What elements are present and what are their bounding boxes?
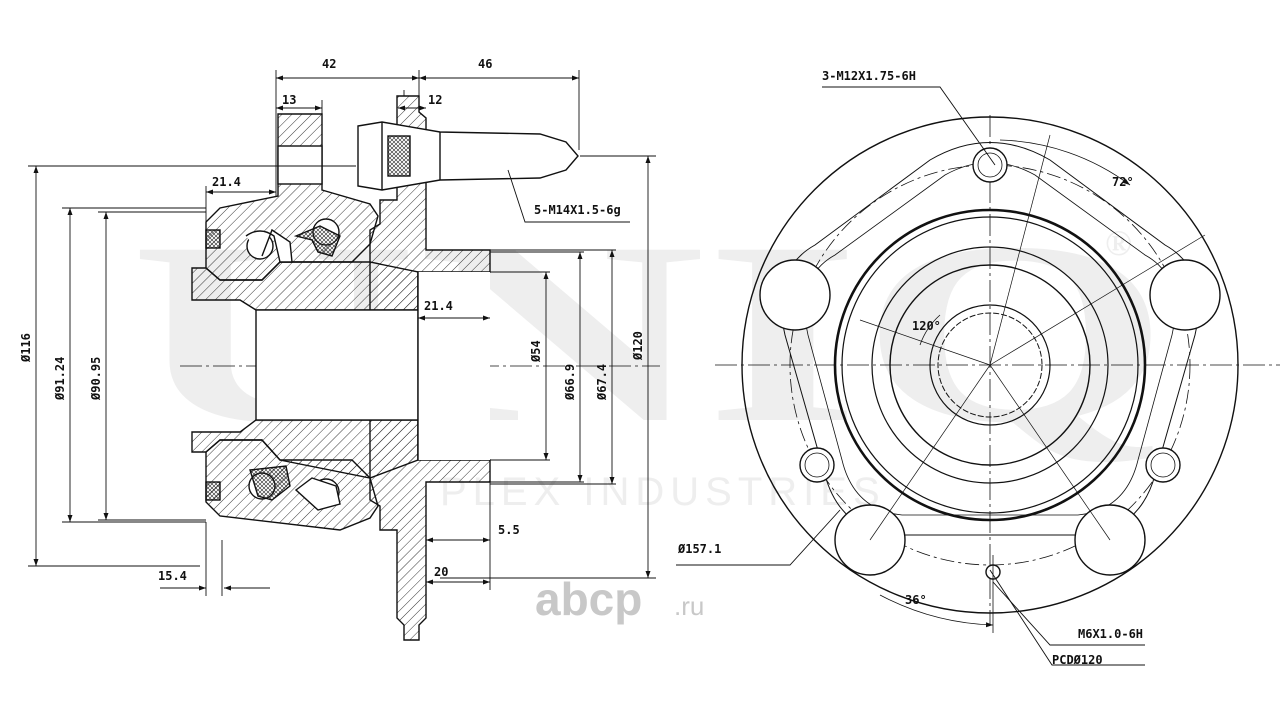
dim-d54: Ø54 [529, 340, 543, 363]
hub-ring-outer [833, 208, 1147, 522]
dim-stud-thread: 5-M14X1.5-6g [534, 203, 621, 217]
stud-hole-2 [1149, 259, 1221, 331]
cage-lower-left [249, 465, 291, 501]
site-logo-tld: .ru [674, 591, 704, 621]
dim-15-4: 15.4 [158, 569, 187, 583]
dim-21-4-top: 21.4 [212, 175, 241, 189]
dim-46: 46 [478, 57, 492, 71]
spline-bore [937, 312, 1043, 418]
seal-upper [205, 229, 221, 249]
dim-d91-24: Ø91.24 [53, 357, 67, 401]
pcd-circle [789, 164, 1191, 566]
seal-lower [205, 481, 221, 501]
hub-ring-4 [889, 264, 1091, 466]
hub-counterbore [418, 272, 490, 460]
side-view-labels: 42 46 13 12 21.4 21.4 5-M14X1.5-6g Ø116 … [19, 57, 645, 583]
hub-ring-2 [841, 216, 1139, 514]
front-view [715, 115, 1280, 633]
hub-bore [255, 309, 419, 421]
dim-42: 42 [322, 57, 336, 71]
dim-m12-thread: 3-M12X1.75-6H [822, 69, 916, 83]
dim-5-5: 5.5 [498, 523, 520, 537]
dim-angle-120: 120° [912, 319, 941, 333]
hub-outer-circle [741, 116, 1239, 614]
cage-upper-right [293, 225, 341, 257]
cage-upper-left [245, 228, 293, 263]
dim-d90-95: Ø90.95 [89, 357, 103, 401]
dim-13: 13 [282, 93, 296, 107]
dim-d120-side: Ø120 [631, 331, 645, 361]
hub-body-lower [191, 419, 419, 479]
dim-m6-thread: M6X1.0-6H [1078, 627, 1143, 641]
dim-21-4-mid: 21.4 [424, 299, 453, 313]
dim-pcd: PCDØ120 [1052, 653, 1103, 667]
site-logo-name: abcp [535, 573, 642, 625]
flange-bolt-hole [277, 145, 323, 185]
side-view-dimensions [28, 70, 656, 596]
dim-angle-36: 36° [905, 593, 927, 607]
site-logo: abcp .ru [535, 573, 704, 625]
hub-body-upper [191, 261, 419, 311]
side-view [180, 95, 660, 641]
dim-d67-4: Ø67.4 [595, 364, 609, 401]
cage-lower-right [294, 477, 341, 511]
dim-d157-1: Ø157.1 [677, 542, 721, 556]
stud-knurl [387, 135, 411, 177]
front-view-leaders [676, 86, 1145, 666]
hub-ring-3 [871, 246, 1109, 484]
watermark-registered: ® [1105, 223, 1132, 263]
dim-d116: Ø116 [19, 333, 33, 363]
dim-angle-72: 72° [1112, 175, 1134, 189]
dim-20: 20 [434, 565, 448, 579]
spline-bore-outer [929, 304, 1051, 426]
dim-12: 12 [428, 93, 442, 107]
wheel-stud [357, 121, 579, 191]
dim-d66-9: Ø66.9 [563, 364, 577, 401]
front-view-labels: 3-M12X1.75-6H 72° 120° Ø157.1 36° M6X1.0… [677, 69, 1143, 667]
stud-hole-1 [759, 259, 831, 331]
